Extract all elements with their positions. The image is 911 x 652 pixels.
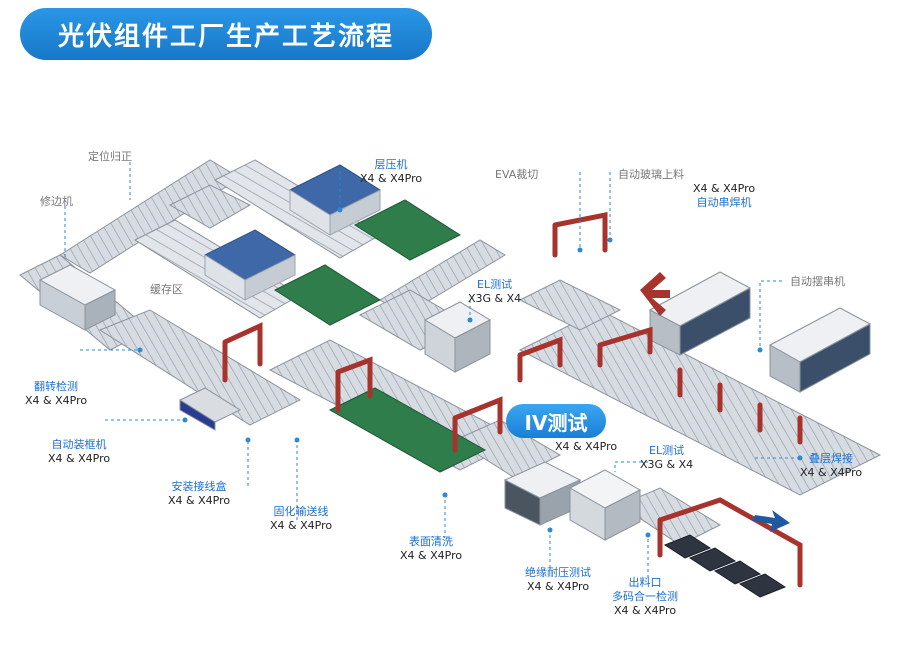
junction-box-name: 安装接线盒 [171,480,227,493]
label-flip-inspect: 翻转检测 X4 & X4Pro [25,380,87,408]
curing-model: X4 & X4Pro [270,519,333,532]
label-positioning: 定位归正 [88,150,132,164]
label-laminator: 层压机 X4 & X4Pro [360,158,422,186]
arrow-left-icon [640,272,670,316]
leader-dots [137,207,803,538]
leader-lines [64,162,800,578]
label-buffer: 缓存区 [150,283,183,297]
label-el-test-2: EL测试 X3G & X4 [640,444,693,472]
output-panels [663,534,787,598]
stringer-model: X4 & X4Pro [693,182,756,195]
label-curing: 固化输送线 X4 & X4Pro [270,505,332,533]
insulation-name: 绝缘耐压测试 [525,566,591,579]
edge-trim-text: 修边机 [40,195,73,208]
stringer-name: 自动串焊机 [696,196,752,209]
flip-inspect-model: X4 & X4Pro [25,394,88,407]
label-outlet: 出料口 多码合一检测 X4 & X4Pro [612,576,678,618]
label-edge-trim: 修边机 [40,195,73,209]
el-test-1-model: X3G & X4 [468,292,522,305]
label-eva-cut: EVA裁切 [495,168,538,182]
auto-frame-name: 自动装框机 [51,438,107,451]
iv-model-text: X4 & X4Pro [555,440,618,453]
junction-box-model: X4 & X4Pro [168,494,231,507]
label-insulation: 绝缘耐压测试 X4 & X4Pro [525,566,591,594]
direction-arrows [640,272,670,316]
conveyor-lower [453,419,562,479]
equipment-boxes [38,264,872,541]
el-test-2-name: EL测试 [649,444,685,457]
label-el-test-1: EL测试 X3G & X4 [468,278,521,306]
outlet-model: X4 & X4Pro [613,604,677,617]
multi-code-name: 多码合一检测 [612,590,678,603]
label-string-layout: 自动摆串机 [790,275,845,289]
string-layout-text: 自动摆串机 [790,275,845,288]
red-gantries [222,211,803,588]
label-junction-box: 安装接线盒 X4 & X4Pro [168,480,230,508]
label-surface-clean: 表面清洗 X4 & X4Pro [400,535,462,563]
label-auto-frame: 自动装框机 X4 & X4Pro [48,438,110,466]
curing-name: 固化输送线 [273,505,329,518]
surface-clean-name: 表面清洗 [409,535,454,548]
laminator-upper [213,159,462,261]
el-test-2-model: X3G & X4 [640,458,694,471]
page-title: 光伏组件工厂生产工艺流程 [20,8,432,60]
iv-test-badge: IV测试 [506,404,606,438]
label-lamination-weld: 叠层焊接 X4 & X4Pro [800,452,862,480]
lamination-weld-name: 叠层焊接 [809,452,854,465]
buffer-text: 缓存区 [150,283,183,296]
positioning-text: 定位归正 [88,150,132,163]
label-iv-model: X4 & X4Pro [555,440,617,454]
insulation-model: X4 & X4Pro [526,580,590,593]
lamination-weld-model: X4 & X4Pro [800,466,863,479]
eva-cut-text: EVA裁切 [495,168,539,181]
flip-inspect-name: 翻转检测 [34,380,79,393]
surface-clean-model: X4 & X4Pro [400,549,463,562]
outlet-name: 出料口 [628,576,662,589]
label-stringer: X4 & X4Pro 自动串焊机 [693,182,755,210]
glass-load-text: 自动玻璃上料 [618,168,684,181]
laminator-lower [133,219,382,326]
laminator-model: X4 & X4Pro [360,172,423,185]
el-test-1-name: EL测试 [477,278,513,291]
laminator-name: 层压机 [374,158,408,171]
auto-frame-model: X4 & X4Pro [48,452,111,465]
label-glass-load: 自动玻璃上料 [618,168,684,182]
curing-belt [328,387,487,473]
conveyor-stringer-top [518,279,622,331]
arrow-right-icon [752,510,790,532]
conveyor-laminator-exit [168,184,252,229]
